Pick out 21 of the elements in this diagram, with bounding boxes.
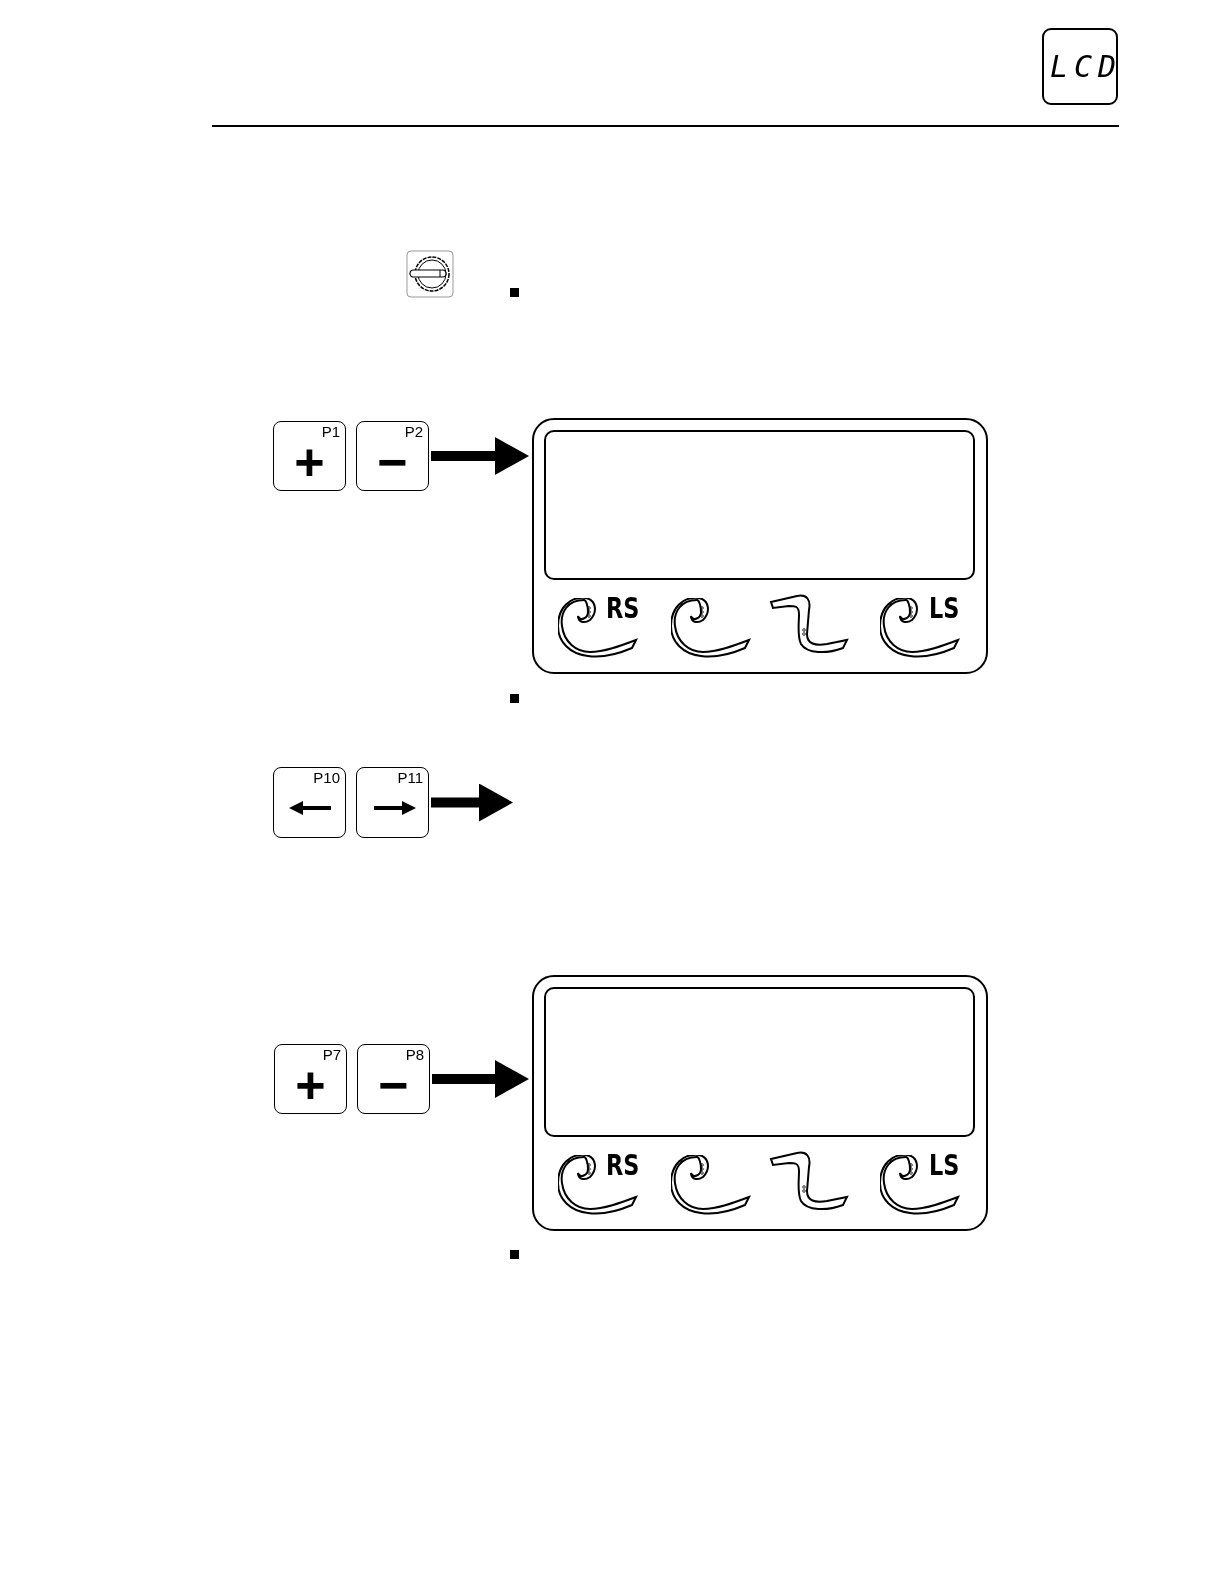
display-label: RS [606, 1151, 640, 1181]
display-screen [544, 430, 975, 580]
lcd-display [532, 975, 988, 1231]
key-button [356, 421, 429, 491]
display-label: RS [606, 594, 640, 624]
key-button [356, 767, 429, 838]
key-label: P10 [313, 770, 340, 786]
key-button [273, 767, 346, 838]
arrow [431, 783, 513, 822]
arrow [431, 437, 529, 475]
lcd-display [532, 418, 988, 674]
tag-label: LCD [1049, 50, 1116, 84]
display-screen [544, 987, 975, 1137]
key-button [357, 1044, 430, 1114]
key-label: P11 [397, 770, 423, 786]
key-button [273, 421, 346, 491]
display-label: LS [929, 594, 960, 624]
display-label: LS [929, 1151, 960, 1181]
arrow [432, 1060, 529, 1098]
lcd-tag [1042, 28, 1118, 105]
key-button [274, 1044, 347, 1114]
